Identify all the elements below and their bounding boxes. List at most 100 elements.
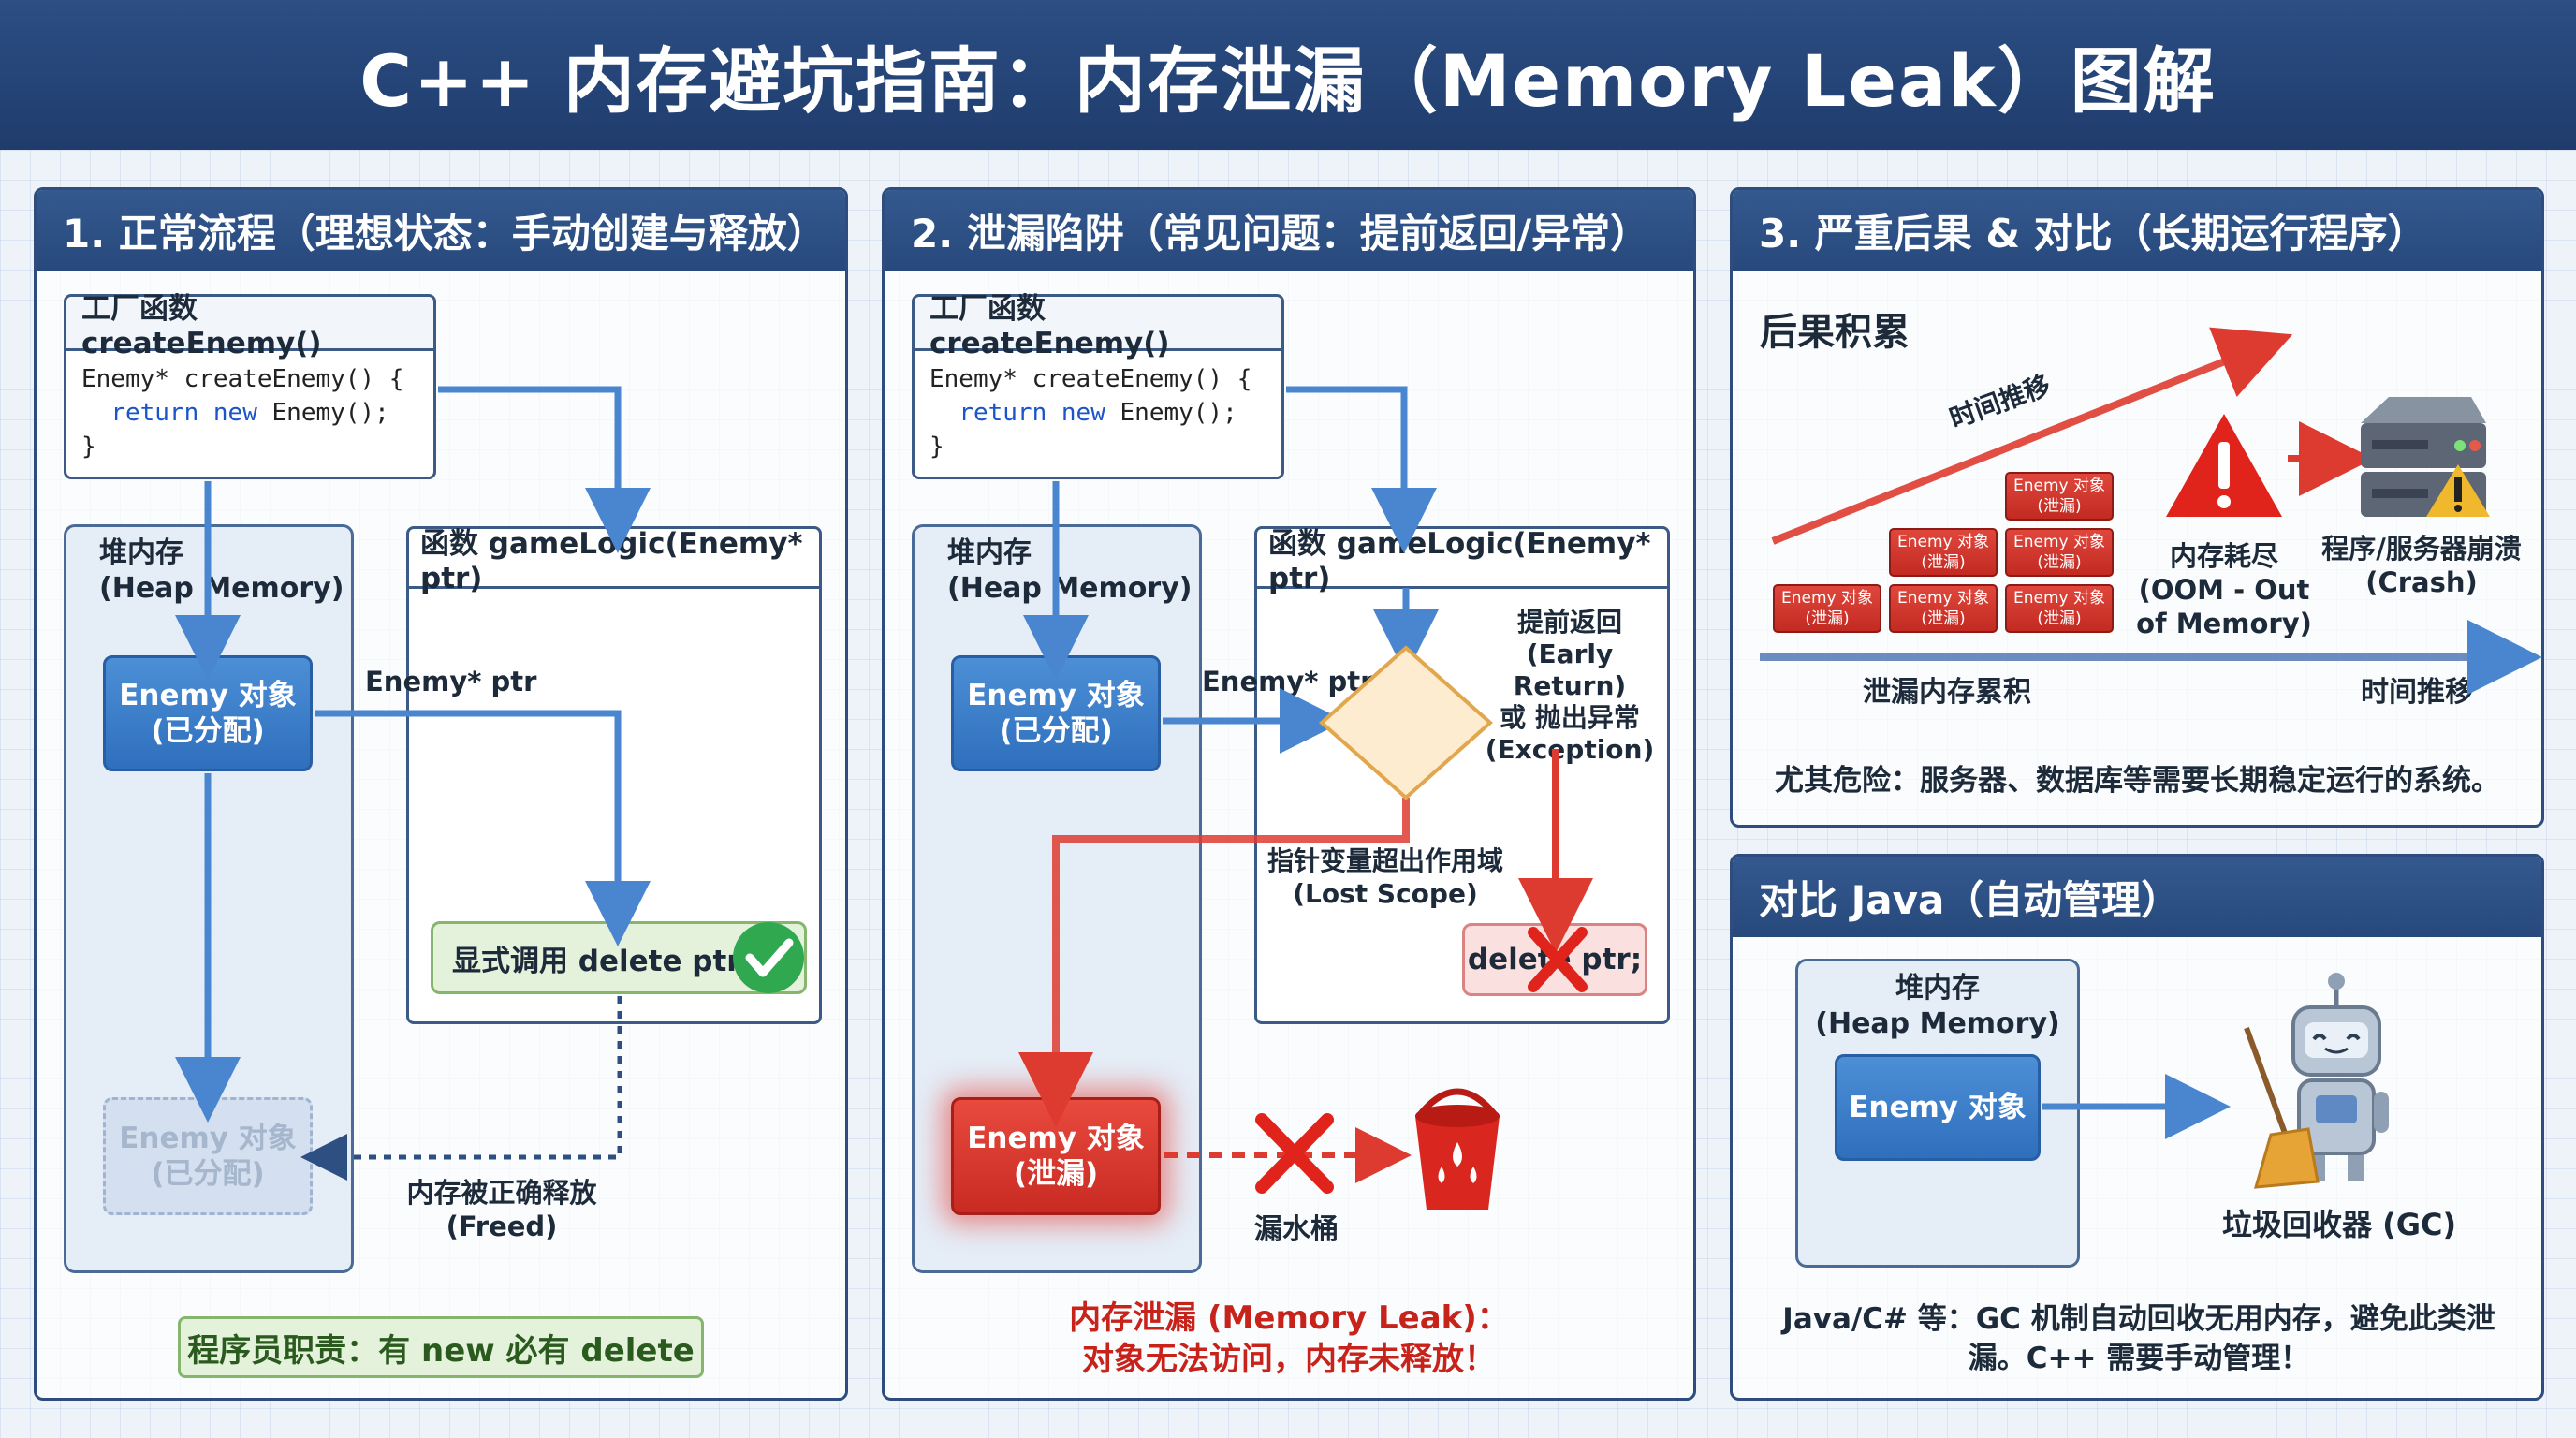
- programmer-duty-text: 程序员职责：有 new 必有 delete: [187, 1331, 695, 1370]
- delete-call-box: 显式调用 delete ptr;: [431, 921, 807, 994]
- crash-label-en: (Crash): [2365, 566, 2478, 598]
- skipped-delete-label: delete ptr;: [1467, 943, 1643, 976]
- panel-leak-trap-header: 2. 泄漏陷阱（常见问题：提前返回/异常）: [885, 190, 1693, 271]
- condition-label-1: 条件判断: [1353, 690, 1458, 721]
- memory-leak-warning-2: 对象无法访问，内存未释放！: [1082, 1341, 1496, 1378]
- brick-status: (泄漏): [2037, 497, 2082, 516]
- enemy-object-allocated: Enemy 对象 (已分配): [103, 655, 313, 771]
- oom-label-cn: 内存耗尽: [2169, 540, 2278, 572]
- factory-code: Enemy* createEnemy() { return new Enemy(…: [915, 351, 1281, 475]
- leaked-object-brick: Enemy 对象 (泄漏): [2005, 584, 2114, 633]
- axis-label-time: 时间推移: [2361, 676, 2473, 709]
- oom-label-en-1: (OOM - Out: [2138, 574, 2310, 606]
- heap-memory-label: 堆内存 (Heap Memory): [947, 536, 1192, 607]
- exception-cn: 或 抛出异常: [1500, 702, 1640, 733]
- memory-leak-warning-1: 内存泄漏 (Memory Leak)：: [1069, 1299, 1509, 1337]
- freed-label-en: (Freed): [446, 1211, 558, 1242]
- condition-label-2: / 异常点: [1357, 723, 1455, 754]
- brick-label: Enemy 对象: [1897, 589, 1989, 608]
- java-enemy-object: Enemy 对象: [1835, 1054, 2041, 1161]
- heap-label-en: (Heap Memory): [947, 572, 1193, 605]
- brick-status: (泄漏): [1921, 553, 1966, 572]
- panel-java-header: 对比 Java（自动管理）: [1733, 857, 2541, 937]
- pointer-label: Enemy* ptr: [365, 666, 537, 697]
- factory-code: Enemy* createEnemy() { return new Enemy(…: [66, 351, 433, 475]
- consequences-title: 后果积累: [1760, 311, 1910, 354]
- java-heap-label-cn: 堆内存: [1895, 972, 1980, 1005]
- leaked-object-brick: Enemy 对象 (泄漏): [1889, 584, 1998, 633]
- leaky-bucket-label: 漏水桶: [1254, 1213, 1339, 1246]
- factory-function-box: 工厂函数 createEnemy() Enemy* createEnemy() …: [912, 292, 1284, 479]
- java-heap-label: 堆内存 (Heap Memory): [1798, 971, 2077, 1042]
- code-line: Enemy* createEnemy() {: [929, 365, 1252, 393]
- code-text: Enemy();: [1120, 399, 1237, 427]
- code-line: Enemy* createEnemy() {: [81, 365, 404, 393]
- code-keyword: return: [110, 399, 199, 427]
- object-status: (已分配): [999, 714, 1113, 748]
- brick-label: Enemy 对象: [1781, 589, 1873, 608]
- object-status: (已分配): [151, 1157, 265, 1191]
- brick-status: (泄漏): [1805, 609, 1850, 628]
- leaked-object-brick: Enemy 对象 (泄漏): [2005, 528, 2114, 577]
- factory-function-box: 工厂函数 createEnemy() Enemy* createEnemy() …: [64, 292, 436, 479]
- heap-label-en: (Heap Memory): [99, 572, 344, 605]
- axis-label-accumulation: 泄漏内存累积: [1863, 676, 2031, 709]
- gamelogic-function-title: 函数 gameLogic(Enemy* ptr): [409, 527, 819, 595]
- java-description: Java/C# 等：GC 机制自动回收无用内存，避免此类泄 漏。C++ 需要手动…: [1750, 1299, 2527, 1378]
- early-return-en: (Early Return): [1513, 638, 1627, 701]
- object-label: Enemy 对象: [967, 679, 1145, 712]
- lost-scope-label: 指针变量超出作用域 (Lost Scope): [1254, 844, 1516, 910]
- enemy-object-freed: Enemy 对象 (已分配): [103, 1097, 313, 1215]
- java-description-2: 漏。C++ 需要手动管理！: [1968, 1342, 2310, 1375]
- freed-label: 内存被正确释放 (Freed): [382, 1176, 622, 1243]
- programmer-duty-note: 程序员职责：有 new 必有 delete: [178, 1316, 704, 1378]
- gc-label: 垃圾回收器 (GC): [2222, 1207, 2457, 1242]
- page-title: C++ 内存避坑指南：内存泄漏（Memory Leak）图解: [359, 39, 2217, 123]
- gamelogic-function-title: 函数 gameLogic(Enemy* ptr): [1257, 527, 1667, 595]
- brick-label: Enemy 对象: [1897, 533, 1989, 551]
- code-line: }: [929, 433, 944, 461]
- java-heap-label-en: (Heap Memory): [1815, 1007, 2060, 1040]
- object-label: Enemy 对象: [119, 679, 297, 712]
- title-bar: C++ 内存避坑指南：内存泄漏（Memory Leak）图解: [0, 0, 2576, 150]
- code-keyword: new: [1061, 399, 1105, 427]
- exception-en: (Exception): [1485, 734, 1655, 765]
- factory-function-title: 工厂函数 createEnemy(): [915, 292, 1281, 360]
- oom-label-en-2: of Memory): [2136, 608, 2312, 639]
- object-label: Enemy 对象: [967, 1122, 1145, 1155]
- panel-normal-flow-header: 1. 正常流程（理想状态：手动创建与释放）: [37, 190, 845, 271]
- lost-scope-cn: 指针变量超出作用域: [1266, 845, 1503, 876]
- code-text: Enemy();: [271, 399, 389, 427]
- brick-label: Enemy 对象: [2013, 533, 2105, 551]
- factory-function-title: 工厂函数 createEnemy(): [66, 292, 433, 360]
- heap-label-cn: 堆内存: [947, 536, 1032, 569]
- object-status: (已分配): [151, 714, 265, 748]
- delete-call-label: 显式调用 delete ptr;: [452, 944, 753, 978]
- leaked-object-brick: Enemy 对象 (泄漏): [2005, 472, 2114, 521]
- leaked-object-brick: Enemy 对象 (泄漏): [1773, 584, 1881, 633]
- lost-scope-en: (Lost Scope): [1293, 878, 1478, 909]
- early-return-label: 提前返回 (Early Return) 或 抛出异常 (Exception): [1481, 607, 1659, 766]
- leaked-object-brick: Enemy 对象 (泄漏): [1889, 528, 1998, 577]
- freed-label-cn: 内存被正确释放: [406, 1177, 597, 1209]
- heap-memory-label: 堆内存 (Heap Memory): [99, 536, 344, 607]
- code-line: }: [81, 433, 96, 461]
- skipped-delete-box: delete ptr;: [1462, 923, 1647, 996]
- enemy-object-allocated: Enemy 对象 (已分配): [951, 655, 1161, 771]
- brick-label: Enemy 对象: [2013, 589, 2105, 608]
- object-label: Enemy 对象: [1849, 1091, 2027, 1124]
- condition-label: 条件判断 / 异常点: [1340, 689, 1471, 755]
- memory-leak-warning: 内存泄漏 (Memory Leak)： 对象无法访问，内存未释放！: [1041, 1298, 1537, 1380]
- brick-status: (泄漏): [2037, 609, 2082, 628]
- panel-consequences: 3. 严重后果 & 对比（长期运行程序）: [1730, 187, 2544, 828]
- early-return-cn: 提前返回: [1516, 607, 1622, 638]
- oom-label: 内存耗尽 (OOM - Out of Memory): [2130, 539, 2318, 640]
- panel-consequences-header: 3. 严重后果 & 对比（长期运行程序）: [1733, 190, 2541, 271]
- crash-label: 程序/服务器崩溃 (Crash): [2312, 532, 2531, 599]
- code-keyword: return: [959, 399, 1047, 427]
- code-keyword: new: [212, 399, 257, 427]
- brick-status: (泄漏): [2037, 553, 2082, 572]
- crash-label-cn: 程序/服务器崩溃: [2321, 533, 2522, 565]
- object-label: Enemy 对象: [119, 1122, 297, 1155]
- enemy-object-leaked: Enemy 对象 (泄漏): [951, 1097, 1161, 1215]
